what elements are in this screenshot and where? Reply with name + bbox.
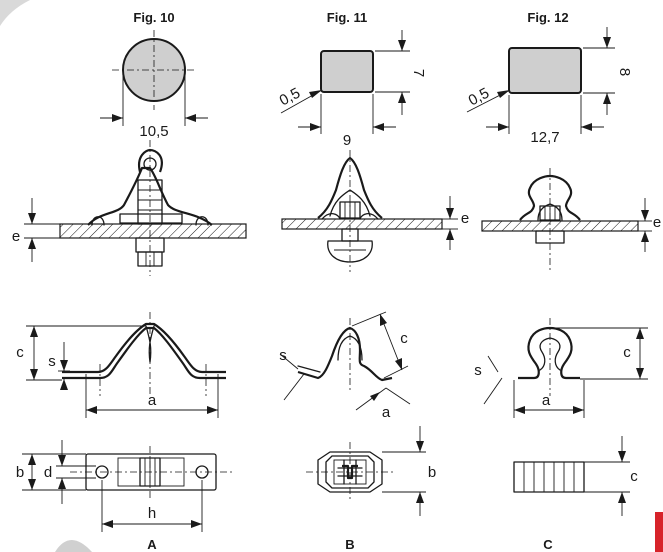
fig-12-rect-profile: 8 12,7 0,5 (466, 27, 633, 146)
column-label-a: A (147, 537, 157, 552)
dim-e-label-c: e (653, 214, 661, 231)
dim-a-label-a: a (148, 392, 157, 409)
fig-12-title: Fig. 12 (527, 10, 568, 25)
column-label-c: C (543, 537, 553, 552)
fig-12-width-label: 12,7 (530, 129, 559, 146)
fig-11-height-label: 7 (410, 69, 427, 77)
rect-section-12-7x8 (508, 47, 582, 94)
fig-11-rect-profile: 7 9 0,5 (277, 30, 427, 149)
clip-b-profile-view: c s a (279, 311, 411, 421)
clip-a-top-view: b d h (16, 440, 232, 532)
fig-10-round-profile: 10,5 (100, 30, 208, 140)
dim-e-label-b: e (461, 210, 469, 227)
dim-c-label-c-top: c (630, 468, 638, 485)
fig-10-title: Fig. 10 (133, 10, 174, 25)
corner-decoration-top-left (0, 0, 30, 26)
rect-section-9x7 (320, 50, 374, 93)
dim-s-label-b: s (279, 347, 287, 364)
clip-b-top-outline (317, 451, 383, 493)
clip-b-body-outline (317, 156, 383, 219)
dim-c-label-c: c (623, 344, 631, 361)
corner-decoration-bottom (55, 540, 92, 552)
dim-b-label: b (16, 464, 24, 481)
clip-b-top-view: b (306, 426, 436, 516)
clip-c-body-outline (519, 174, 581, 221)
clip-c-installed-view: e (481, 168, 661, 272)
fig-12-radius-label: 0,5 (466, 85, 492, 110)
dim-c-label-a: c (16, 344, 24, 361)
dim-b-label-b: b (428, 464, 436, 481)
dim-a-label-b: a (382, 404, 391, 421)
fig-11-radius-label: 0,5 (277, 85, 303, 110)
clip-c-profile-outline (518, 326, 580, 380)
fig-11-title: Fig. 11 (327, 10, 367, 25)
clip-a-profile-view: a c s (16, 312, 226, 418)
dim-a-label-c: a (542, 392, 551, 409)
fig-10-diameter-label: 10,5 (139, 123, 168, 140)
panel-plate-c (481, 220, 639, 232)
dim-s-label-a: s (48, 353, 56, 370)
dim-c-label-b: c (400, 330, 408, 347)
clip-a-installed-view: e (12, 140, 247, 276)
column-label-b: B (345, 537, 354, 552)
fig-11-width-label: 9 (343, 132, 351, 149)
clip-c-top-view: c (513, 436, 638, 516)
red-tab-marker (655, 512, 663, 552)
clip-b-profile-outline (297, 326, 393, 382)
dim-d-label: d (44, 464, 52, 481)
fig-12-height-label: 8 (616, 68, 633, 76)
clip-b-installed-view: e (281, 150, 469, 272)
dim-e-label-a: e (12, 228, 20, 245)
panel-plate-b (281, 218, 443, 230)
dim-h-label: h (148, 505, 156, 522)
panel-plate-a (59, 223, 247, 239)
clip-c-top-outline (513, 461, 585, 493)
clip-c-profile-view: c a s (474, 318, 648, 418)
dim-s-label-c: s (474, 362, 482, 379)
clip-a-profile-outline (62, 326, 226, 380)
